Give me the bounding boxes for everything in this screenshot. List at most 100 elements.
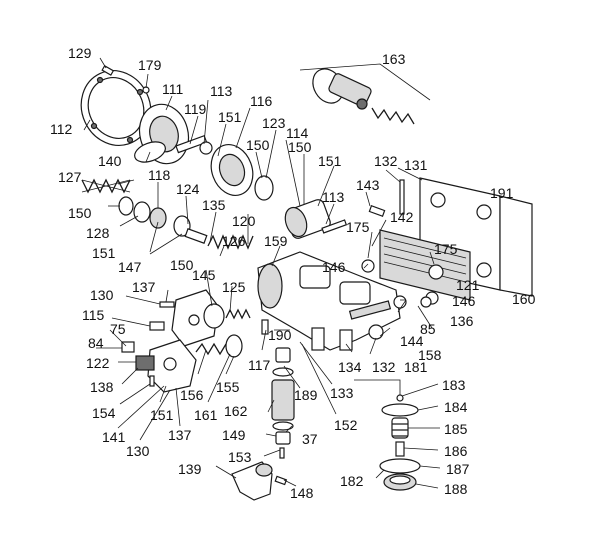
seal-147 (173, 215, 191, 237)
label-185: 185 (444, 421, 468, 437)
label-139: 139 (178, 461, 202, 477)
label-175b: 175 (434, 241, 458, 257)
label-150b: 150 (288, 139, 312, 155)
bracket-183 (354, 379, 401, 396)
label-191: 191 (490, 185, 514, 201)
oring-150-top (254, 175, 274, 201)
filter-162 (271, 347, 295, 445)
label-150a: 150 (246, 137, 270, 153)
label-143: 143 (356, 177, 380, 193)
screw-129 (101, 64, 115, 76)
oring-150-mid (203, 303, 225, 329)
label-181: 181 (404, 359, 428, 375)
label-146a: 146 (322, 259, 346, 275)
part-184 (381, 403, 419, 417)
label-187: 187 (446, 461, 470, 477)
label-130a: 130 (90, 287, 114, 303)
bracket-145 (171, 289, 219, 347)
label-131: 131 (404, 157, 428, 173)
spring-156 (195, 342, 227, 356)
stem-119 (175, 134, 213, 155)
label-127: 127 (58, 169, 82, 185)
label-160: 160 (512, 291, 536, 307)
label-189: 189 (294, 387, 318, 403)
label-151b: 151 (318, 153, 342, 169)
part-number-labels: 129 179 111 113 112 119 116 151 123 114 … (50, 45, 536, 501)
label-129: 129 (68, 45, 92, 61)
label-114: 114 (286, 125, 309, 141)
valve-114 (284, 199, 331, 239)
label-149: 149 (222, 427, 246, 443)
label-161: 161 (194, 407, 218, 423)
pin-143 (368, 205, 386, 217)
seal-151 (149, 207, 167, 229)
label-115: 115 (82, 307, 105, 323)
screw-153 (279, 447, 285, 459)
label-175a: 175 (346, 219, 370, 235)
label-122: 122 (86, 355, 110, 371)
diaphragm-155 (225, 334, 243, 358)
oring-150-left (118, 196, 134, 216)
switch-138 (135, 355, 155, 371)
label-146b: 146 (452, 293, 476, 309)
part-185 (391, 417, 409, 439)
label-75: 75 (110, 321, 126, 337)
label-132a: 132 (374, 153, 398, 169)
cover-112 (80, 70, 152, 146)
label-113b: 113 (322, 189, 345, 205)
plate-160 (499, 195, 533, 297)
elbow-139 (231, 461, 273, 501)
label-158: 158 (418, 347, 442, 363)
spring-127 (81, 178, 131, 194)
part-183 (396, 394, 404, 402)
part-186 (395, 441, 405, 457)
label-190: 190 (268, 327, 292, 343)
rod-124 (184, 228, 208, 244)
label-155: 155 (216, 379, 240, 395)
ring-187 (379, 458, 421, 474)
label-37: 37 (302, 431, 318, 447)
label-135: 135 (202, 197, 226, 213)
label-140: 140 (98, 153, 122, 169)
label-111: 111 (162, 81, 183, 97)
label-126: 126 (222, 233, 246, 249)
label-119: 119 (184, 101, 207, 117)
label-186: 186 (444, 443, 468, 459)
label-145: 145 (192, 267, 216, 283)
label-156: 156 (180, 387, 204, 403)
label-134: 134 (338, 359, 362, 375)
label-151d: 151 (150, 407, 174, 423)
label-118: 118 (148, 167, 171, 183)
label-179: 179 (138, 57, 162, 73)
label-136: 136 (450, 313, 474, 329)
label-112: 112 (50, 121, 73, 137)
label-148: 148 (290, 485, 314, 501)
part-84 (121, 341, 135, 353)
label-144: 144 (400, 333, 424, 349)
label-162: 162 (224, 403, 248, 419)
pin-113 (321, 219, 348, 234)
label-121: 121 (456, 277, 480, 293)
bolt-132 (399, 179, 405, 215)
part-115 (149, 321, 165, 331)
spring-125 (225, 308, 251, 320)
plug-181 (368, 324, 384, 340)
label-123: 123 (262, 115, 286, 131)
screw-154 (149, 375, 155, 387)
cartridge-163 (312, 68, 415, 125)
label-132b: 132 (372, 359, 396, 375)
label-182: 182 (340, 473, 364, 489)
ring-146 (361, 259, 375, 273)
label-117: 117 (248, 357, 271, 373)
label-154: 154 (92, 405, 116, 421)
label-130b: 130 (126, 443, 150, 459)
label-124: 124 (176, 181, 200, 197)
seal-128 (133, 201, 151, 223)
label-142: 142 (390, 209, 414, 225)
label-133: 133 (330, 385, 354, 401)
label-85: 85 (420, 321, 436, 337)
label-113a: 113 (210, 83, 233, 99)
label-116: 116 (250, 93, 273, 109)
label-138: 138 (90, 379, 114, 395)
